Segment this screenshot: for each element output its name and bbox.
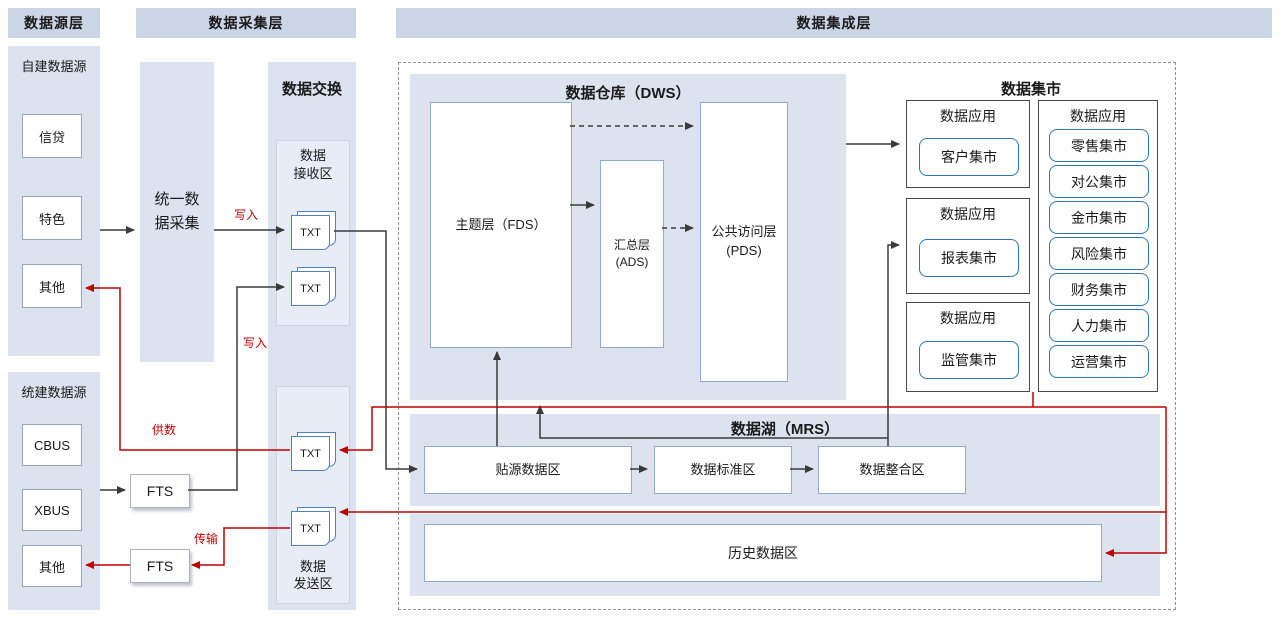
source-box-credit: 信贷 — [22, 114, 82, 158]
source-box-cbus: CBUS — [22, 424, 82, 466]
txt-file-front-sheet: TXT — [291, 436, 330, 471]
mart-group-business: 数据应用 零售集市 对公集市 金市集市 风险集市 财务集市 人力集市 运营集市 — [1038, 100, 1158, 392]
source-box-other-unified: 其他 — [22, 545, 82, 587]
mart-item-retail: 零售集市 — [1049, 129, 1149, 162]
header-collection-layer: 数据采集层 — [136, 8, 356, 38]
txt-file-front-sheet: TXT — [291, 271, 330, 306]
txt-file-icon: TXT — [291, 432, 336, 472]
header-integration-layer: 数据集成层 — [396, 8, 1272, 38]
self-built-title: 自建数据源 — [21, 59, 87, 74]
history-panel: 历史数据区 — [410, 514, 1160, 596]
mart-group-customer: 数据应用 客户集市 — [906, 100, 1030, 188]
unified-collection-panel: 统一数 据采集 — [140, 62, 214, 362]
mart-group-report: 数据应用 报表集市 — [906, 198, 1030, 294]
marts-title: 数据集市 — [1000, 81, 1061, 98]
mart-item-customer: 客户集市 — [919, 138, 1019, 176]
ads-box: 汇总层 (ADS) — [600, 160, 664, 348]
flow-label-transfer: 传输 — [194, 532, 219, 546]
mart-item-risk: 风险集市 — [1049, 237, 1149, 270]
source-box-xbus: XBUS — [22, 489, 82, 531]
lake-zone-standard: 数据标准区 — [654, 446, 792, 494]
mart-group-label: 数据应用 — [1070, 108, 1126, 124]
mart-group-label: 数据应用 — [940, 310, 996, 326]
warehouse-panel: 数据仓库（DWS） 主题层（FDS） 汇总层 (ADS) 公共访问层 (PDS) — [410, 74, 846, 400]
txt-file-front-sheet: TXT — [291, 511, 330, 546]
source-box-other-self: 其他 — [22, 264, 82, 308]
fts-box-2: FTS — [130, 549, 190, 583]
send-zone-label: 数据 发送区 — [293, 558, 333, 592]
flow-label-write-top: 写入 — [234, 208, 259, 222]
txt-file-icon: TXT — [291, 507, 336, 547]
mart-group-label: 数据应用 — [940, 206, 996, 222]
mart-item-regulatory: 监管集市 — [919, 341, 1019, 379]
mart-item-corporate: 对公集市 — [1049, 165, 1149, 198]
flow-label-write-bottom: 写入 — [243, 336, 268, 350]
lake-panel: 数据湖（MRS） 贴源数据区 数据标准区 数据整合区 — [410, 414, 1160, 506]
fts-box-1: FTS — [130, 474, 190, 508]
lake-title: 数据湖（MRS） — [730, 421, 840, 438]
txt-file-front-sheet: TXT — [291, 215, 330, 250]
lake-zone-source: 贴源数据区 — [424, 446, 632, 494]
mart-item-hr: 人力集市 — [1049, 309, 1149, 342]
data-exchange-title: 数据交换 — [281, 81, 342, 98]
txt-file-icon: TXT — [291, 211, 336, 251]
lake-zone-integration: 数据整合区 — [818, 446, 966, 494]
warehouse-title: 数据仓库（DWS） — [565, 85, 691, 102]
receive-zone-label: 数据 接收区 — [293, 148, 333, 181]
mart-item-financial-market: 金市集市 — [1049, 201, 1149, 234]
header-source-layer: 数据源层 — [8, 8, 100, 38]
panel-self-built-sources: 自建数据源 信贷 特色 其他 — [8, 46, 100, 356]
mart-item-report: 报表集市 — [919, 239, 1019, 277]
flow-label-supply: 供数 — [152, 423, 177, 437]
mart-group-label: 数据应用 — [940, 108, 996, 124]
receive-zone: 数据 接收区 TXT TXT — [276, 140, 350, 326]
fds-box: 主题层（FDS） — [430, 102, 572, 348]
mart-group-regulatory: 数据应用 监管集市 — [906, 302, 1030, 392]
mart-item-operations: 运营集市 — [1049, 345, 1149, 378]
txt-file-icon: TXT — [291, 267, 336, 307]
panel-unified-sources: 统建数据源 CBUS XBUS 其他 — [8, 372, 100, 610]
source-box-special: 特色 — [22, 196, 82, 240]
pds-box: 公共访问层 (PDS) — [700, 102, 788, 382]
unified-title: 统建数据源 — [21, 385, 87, 400]
mart-item-finance: 财务集市 — [1049, 273, 1149, 306]
data-exchange-panel: 数据交换 数据 接收区 TXT TXT TXT TXT 数据 发送区 — [268, 62, 356, 610]
history-zone-box: 历史数据区 — [424, 524, 1102, 582]
send-zone: TXT TXT 数据 发送区 — [276, 386, 350, 604]
